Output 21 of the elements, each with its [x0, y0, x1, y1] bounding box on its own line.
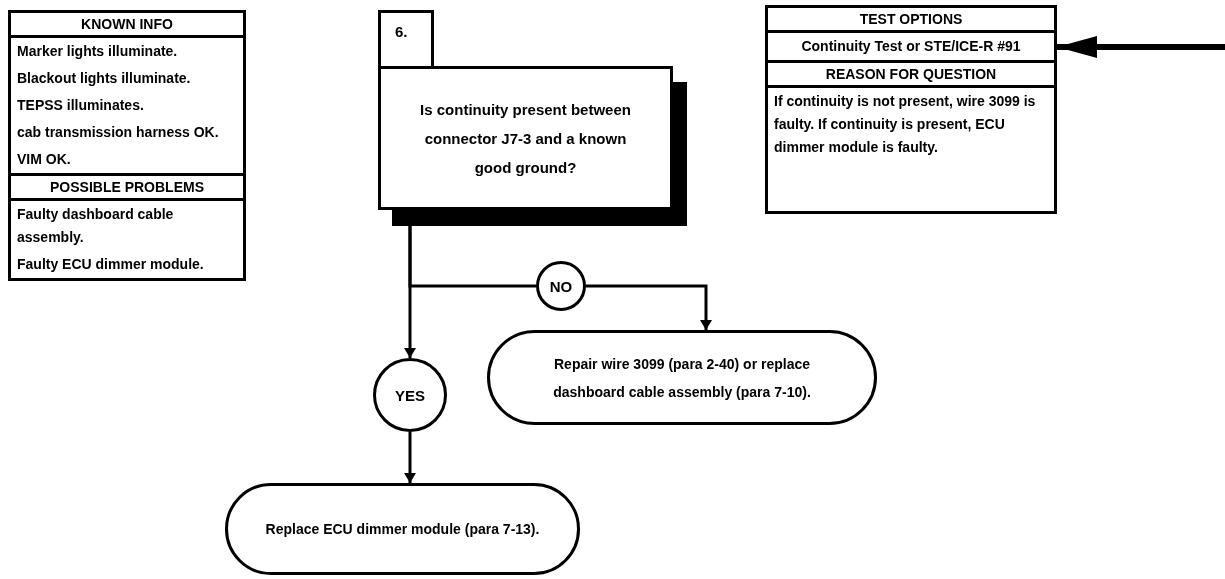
info-table [765, 5, 1057, 214]
step-number-box: 6. [378, 10, 434, 67]
arrow [404, 432, 416, 483]
table-text: TEPSS illuminates. [16, 96, 145, 115]
table-header: TEST OPTIONS [768, 8, 1054, 33]
table-text: If continuity is not present, wire 3099 is faulty. If continuity is present, ECU dimmer module is faulty. [773, 92, 1037, 157]
table-text: Faulty dashboard cable assembly. [16, 205, 175, 247]
table-header: KNOWN INFO [11, 13, 243, 38]
arrow [1057, 36, 1225, 58]
table-text: Blackout lights illuminate. [16, 69, 192, 88]
decision-circle: NO [536, 261, 586, 311]
table-text: cab transmission harness OK. [16, 123, 220, 142]
info-table [8, 10, 246, 281]
table-header: REASON FOR QUESTION [768, 60, 1054, 88]
table-text: Marker lights illuminate. [16, 42, 179, 61]
decision-circle: YES [373, 358, 447, 432]
table-text: Faulty ECU dimmer module. [16, 255, 205, 274]
table-text: Continuity Test or STE/ICE-R #91 [800, 37, 1022, 56]
table-header: POSSIBLE PROBLEMS [11, 173, 243, 201]
table-text: VIM OK. [16, 150, 72, 169]
arrow [586, 284, 712, 330]
